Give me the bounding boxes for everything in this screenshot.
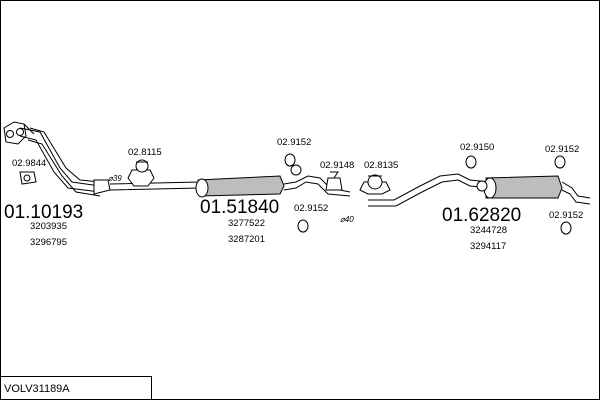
intermediate-pipe-1	[109, 181, 201, 191]
main-label-group-1: 01.10193	[4, 202, 83, 223]
ring-02-9152-a	[284, 153, 296, 167]
main-label-group-2: 01.51840	[200, 197, 279, 218]
part-label-02-9152-d: 02.9152	[549, 210, 583, 221]
dimension-label-1: ⌀39	[108, 174, 122, 183]
diagram-code: VOLV31189A	[4, 383, 70, 395]
front-pipe-drawing	[3, 121, 111, 197]
hanger-02-9844-drawing	[19, 171, 37, 185]
part-label-02-9152-b: 02.9152	[294, 203, 328, 214]
part-label-02-8115: 02.8115	[128, 147, 162, 158]
part-label-02-8135: 02.8135	[364, 160, 398, 171]
ref-label-group-1-b: 3296795	[30, 237, 67, 248]
part-label-02-9150: 02.9150	[460, 142, 494, 153]
clamp-02-8135-drawing	[359, 174, 391, 195]
main-label-group-3: 01.62820	[442, 205, 521, 226]
part-label-02-9152-c: 02.9152	[545, 144, 579, 155]
ref-label-group-2-a: 3277522	[228, 218, 265, 229]
part-label-02-9148: 02.9148	[320, 160, 354, 171]
hanger-02-9148-drawing	[325, 171, 343, 191]
ref-label-group-2-b: 3287201	[228, 234, 265, 245]
clamp-02-8115-drawing	[127, 159, 155, 187]
ref-label-group-3-a: 3244728	[470, 225, 507, 236]
ring-02-9150	[465, 155, 477, 169]
middle-silencer-drawing	[195, 164, 351, 198]
rear-silencer-drawing	[476, 175, 591, 205]
ring-02-9152-d	[560, 221, 572, 235]
ref-label-group-1-a: 3203935	[30, 221, 67, 232]
part-label-02-9844: 02.9844	[12, 158, 46, 169]
ref-label-group-3-b: 3294117	[470, 241, 506, 252]
ring-02-9152-b	[297, 219, 309, 233]
part-label-02-9152-a: 02.9152	[277, 137, 311, 148]
dimension-label-2: ⌀40	[340, 215, 354, 224]
rear-pipe-drawing	[368, 173, 491, 207]
diagram-code-box: VOLV31189A	[0, 376, 152, 400]
ring-02-9152-c	[554, 155, 566, 169]
